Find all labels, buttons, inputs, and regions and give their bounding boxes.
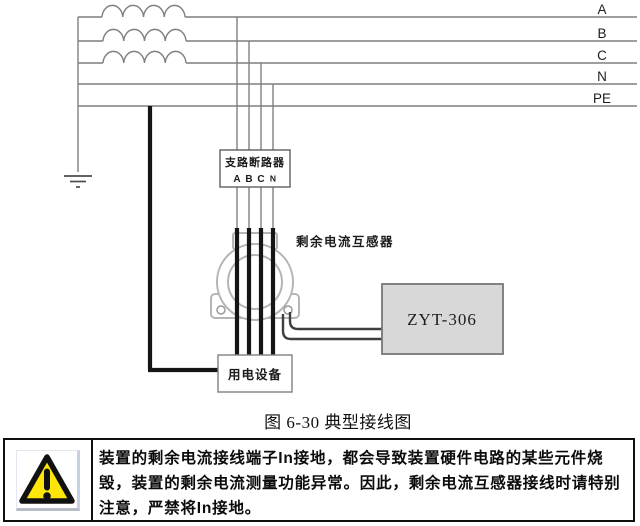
load-label: 用电设备 [227,367,282,382]
warning-text-line-2: 毁，装置的剩余电流测量功能异常。因此，剩余电流互感器接线时请特别 [99,475,621,492]
ct-signal-wires [281,312,383,341]
warning-note: 装置的剩余电流接线端子In接地，都会导致装置硬件电路的某些元件烧 毁，装置的剩余… [3,438,635,522]
warning-text: 装置的剩余电流接线端子In接地，都会导致装置硬件电路的某些元件烧 毁，装置的剩余… [93,440,633,520]
phase-cables [234,228,276,355]
phase-line-a [78,4,637,18]
breaker-terminal-a: A [233,174,240,185]
breaker-terminal-c: C [257,174,264,185]
phase-line-c [78,50,637,64]
branch-breaker-box: 支路断路器 A B C N [219,149,291,188]
warning-text-line-1: 装置的剩余电流接线端子In接地，都会导致装置硬件电路的某些元件烧 [99,450,604,467]
residual-current-transformer [210,232,300,321]
wiring-diagram: A B C N PE 支路断路器 A B C N 剩余电流互感器 [64,2,637,393]
pe-cable [147,106,218,373]
zyt-306-label: ZYT-306 [407,310,477,329]
inductor-coil-c [102,50,187,64]
breaker-terminal-b: B [245,174,252,185]
ground-symbol [64,175,92,188]
zyt-306-box: ZYT-306 [381,283,504,355]
phase-line-b [78,28,637,42]
branch-breaker-label: 支路断路器 [224,155,285,169]
ct-label: 剩余电流互感器 [296,234,394,249]
figure-caption: 图 6-30 典型接线图 [264,413,412,432]
inductor-coil-a [101,4,186,18]
phase-label-pe: PE [593,91,611,106]
phase-label-n: N [597,69,607,84]
phase-label-a: A [597,2,606,17]
phase-label-c: C [597,48,607,63]
inductor-coil-b [102,28,187,42]
ct-mounting-hole-left [216,305,226,315]
breaker-feed-wires [236,17,274,229]
phase-label-b: B [597,26,606,41]
breaker-terminal-n: N [270,174,276,184]
load-box: 用电设备 [217,354,293,393]
warning-icon-frame [16,449,80,511]
warning-icon-cell [5,440,93,520]
warning-triangle-icon [19,453,75,504]
warning-text-line-3: 注意，严禁将In接地。 [99,500,262,517]
